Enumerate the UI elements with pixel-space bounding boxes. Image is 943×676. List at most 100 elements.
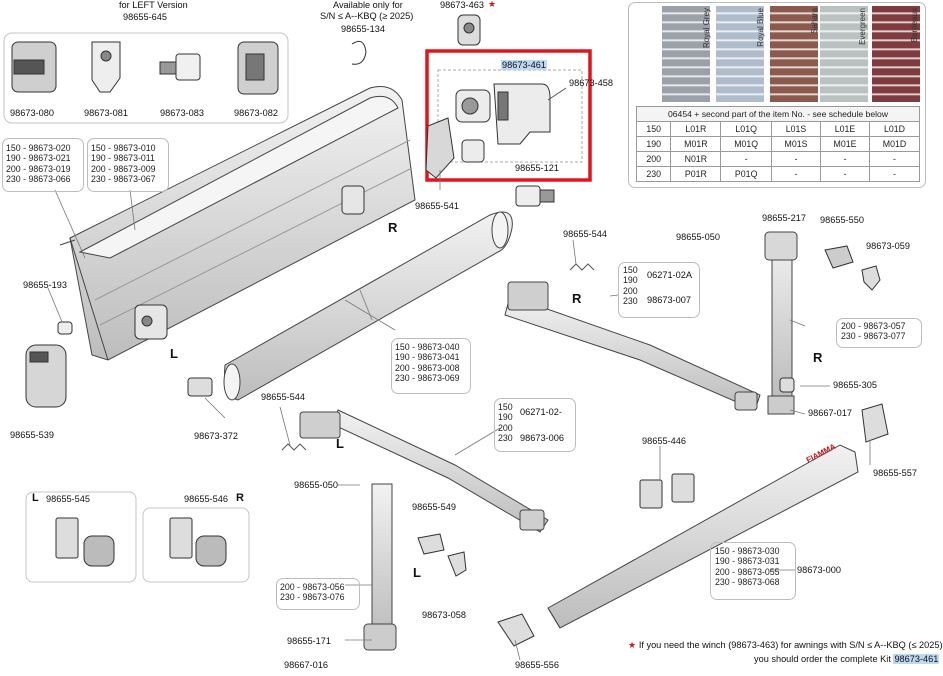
- part-label-556: 98655-556: [515, 660, 559, 670]
- left-version-title: for LEFT Version: [119, 0, 188, 10]
- part-label-544-l: 98655-544: [261, 392, 305, 402]
- front-bar: [547, 444, 859, 629]
- right-leg: [764, 231, 798, 415]
- box-546-side: R: [236, 492, 244, 504]
- part-label-050-r: 98655-050: [676, 232, 720, 242]
- part-label-550: 98655-550: [820, 215, 864, 225]
- arm-r-code-b: 98673-007: [647, 295, 691, 305]
- arm-r-box: [618, 262, 700, 318]
- bracket-left-part: [91, 41, 121, 93]
- swatch-label-sahara: Sahara: [810, 8, 819, 34]
- cap-305-part: [779, 377, 795, 393]
- inner-end-part-right: [341, 185, 365, 215]
- part-label-372: 98673-372: [194, 431, 238, 441]
- part-label-544-r: 98655-544: [563, 229, 607, 239]
- swatch-label-evergreen: Evergreen: [858, 8, 867, 45]
- part-label-463: 98673-463: [440, 0, 484, 10]
- case-sizes-box-a: [2, 138, 84, 192]
- leg-r-box: [836, 318, 922, 348]
- roller-tube: [223, 211, 513, 401]
- bracket-545-part: [55, 517, 115, 567]
- part-label-082: 98673-082: [234, 108, 278, 118]
- part-label-083: 98673-083: [160, 108, 204, 118]
- bracket-546-part: [169, 517, 227, 567]
- note-line2: you should order the complete Kit 98673-…: [754, 654, 940, 664]
- arm-l-box: [494, 398, 576, 452]
- inner-end-part: [134, 304, 168, 340]
- kit-code-label: 98673-461: [501, 60, 547, 70]
- part-label-017-r: 98667-017: [808, 408, 852, 418]
- right-end-cap-part: [425, 117, 455, 179]
- swatch-royal-blue: [716, 6, 764, 102]
- end-cap-right-part: [237, 41, 279, 95]
- star-icon: ★: [488, 0, 497, 9]
- end-piece-556-part: [497, 613, 535, 647]
- case-lid: [78, 95, 399, 259]
- swatch-label-royal-blue: Royal Blue: [756, 8, 765, 47]
- side-l-label-leg: L: [413, 565, 421, 580]
- side-r-label-leg: R: [813, 350, 823, 365]
- profile-446-part: [639, 473, 695, 509]
- swatch-royal-grey: [662, 6, 710, 102]
- swatch-label-bordeaux: Bordeaux: [910, 8, 919, 43]
- winch-part: [457, 14, 481, 46]
- swatch-label-royal-grey: Royal Grey: [702, 8, 711, 49]
- fabric-table: 06454 + second part of the item No. - se…: [635, 106, 920, 182]
- part-label-305: 98655-305: [833, 380, 877, 390]
- part-label-121: 98655-121: [515, 163, 559, 173]
- roller-sizes-box: [391, 338, 471, 394]
- part-label-549: 98655-549: [412, 502, 456, 512]
- hook-058-part: [447, 551, 467, 577]
- note-kit-code: 98673-461: [893, 654, 940, 664]
- kit-highlight-frame: [425, 49, 592, 182]
- part-label-541: 98655-541: [415, 201, 459, 211]
- hook-059-part: [861, 265, 881, 291]
- side-r-label: R: [388, 220, 398, 235]
- side-l-label-arm: L: [336, 436, 344, 451]
- spring-part: [281, 263, 595, 451]
- cap-557-part: [861, 403, 889, 443]
- note-line1: ★ If you need the winch (98673-463) for …: [628, 640, 943, 650]
- arm-l-code-b: 98673-006: [520, 433, 564, 443]
- part-label-080: 98673-080: [10, 108, 54, 118]
- part-label-171: 98655-171: [287, 636, 331, 646]
- front-bar-sizes-box: [710, 542, 796, 600]
- part-label-458: 98673-458: [569, 78, 613, 88]
- part-label-539: 98655-539: [10, 430, 54, 440]
- fabric-table-header: 06454 + second part of the item No. - se…: [636, 106, 920, 122]
- plug-left-part: [159, 53, 201, 81]
- arm-l-code-a: 06271-02-: [520, 407, 562, 417]
- roller-plug-part: [187, 185, 555, 397]
- kit-housing-part: [493, 83, 551, 145]
- bracket-549-part: [417, 533, 445, 555]
- part-label-546: 98655-546: [184, 494, 228, 504]
- part-label-000: 98673-000: [797, 565, 841, 575]
- part-label-217: 98655-217: [762, 213, 806, 223]
- end-cap-left-part: [11, 41, 57, 93]
- leg-l-box: [276, 578, 360, 610]
- bracket-550-part: [824, 245, 854, 269]
- left-arm: [299, 409, 549, 533]
- part-label-134: 98655-134: [341, 24, 385, 34]
- left-version-code: 98655-645: [123, 12, 167, 22]
- arm-r-code-a: 06271-02A: [647, 270, 692, 280]
- note-star-icon: ★: [628, 640, 637, 650]
- side-l-label: L: [170, 346, 178, 361]
- part-label-557: 98655-557: [873, 468, 917, 478]
- part-label-016: 98667-016: [284, 660, 328, 670]
- clip-part: [351, 40, 367, 65]
- left-end-cap-part: [25, 321, 73, 408]
- kit-gear-part: [455, 89, 491, 163]
- part-label-081: 98673-081: [84, 108, 128, 118]
- box-545-side: L: [32, 492, 39, 504]
